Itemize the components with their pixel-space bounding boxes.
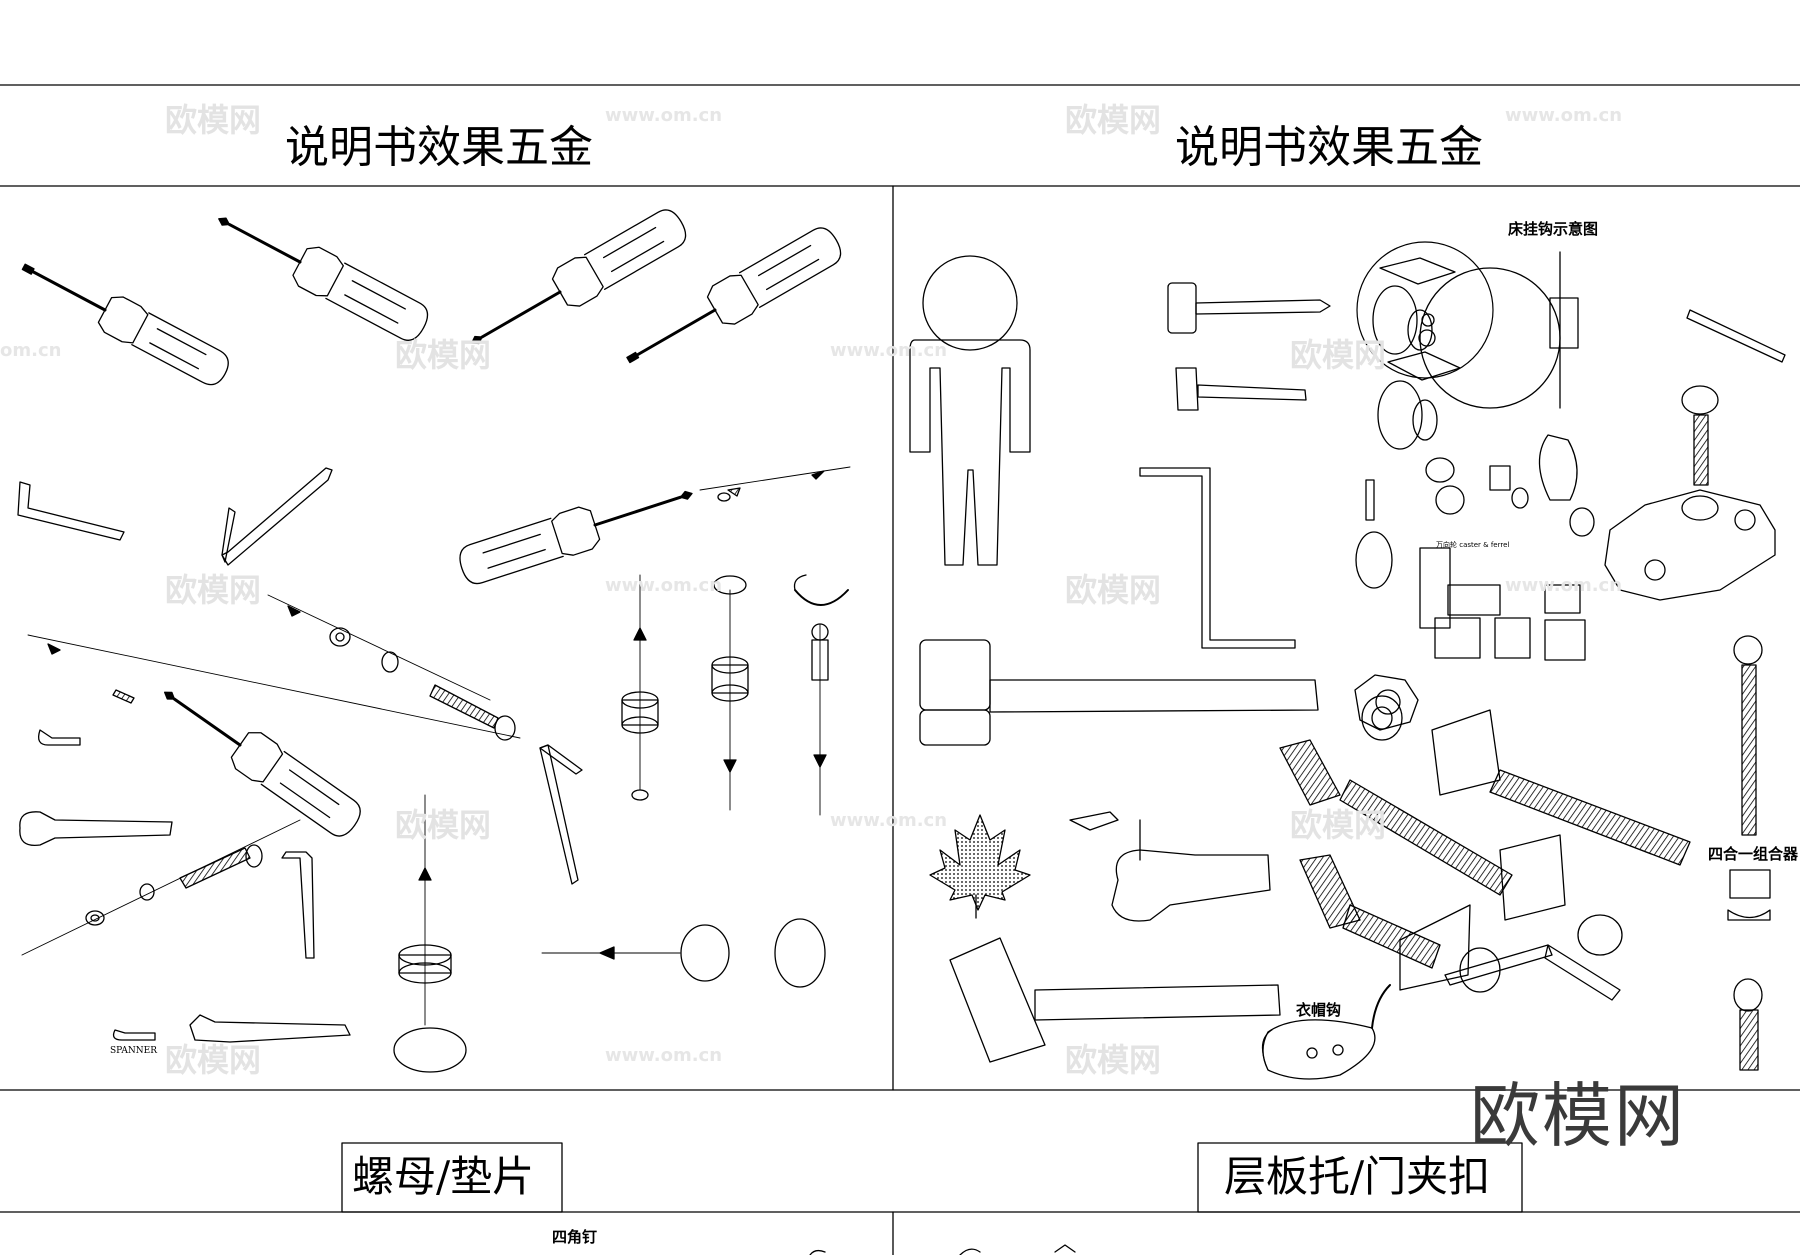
watermark: www.om.cn [830, 340, 948, 361]
spanner-icon [19, 729, 351, 1043]
screwdriver-icon [471, 209, 687, 345]
nut-washer-label: 螺母/垫片 [352, 1152, 535, 1201]
watermark-logo: 欧模网 [1470, 1075, 1686, 1157]
four-in-one-caption: 四合一组合器 [1708, 845, 1799, 863]
watermark: www.om.cn [830, 810, 948, 831]
watermark: 欧模网 [165, 1041, 262, 1079]
watermark: 欧模网 [1065, 101, 1162, 139]
frame-lines [0, 84, 1800, 1255]
nut-icon [1354, 674, 1419, 731]
watermark: 欧模网 [1290, 336, 1387, 374]
partial-drawing-icon [809, 1244, 1076, 1255]
allen-key-icon [17, 467, 583, 959]
watermark: www.om.cn [1505, 575, 1623, 596]
screwdriver-icon [218, 217, 429, 341]
watermark: www.om.cn [605, 575, 723, 596]
caster-caption: 万向轮 caster & ferrel [1436, 541, 1510, 549]
watermark: om.cn [0, 340, 62, 361]
screwdriver-icon [163, 691, 361, 837]
coat-hook-icon [1261, 984, 1391, 1080]
watermark: 欧模网 [165, 101, 262, 139]
caster-wheel-icon [1355, 241, 1595, 661]
watermark: 欧模网 [1290, 806, 1387, 844]
allen-key-icon [1139, 467, 1621, 1001]
square-nail-caption: 四角钉 [552, 1228, 598, 1246]
hammer-icon [919, 282, 1331, 1063]
cam-lock-icon [393, 574, 849, 1073]
person-icon [909, 255, 1031, 566]
screwdriver-icon [459, 490, 693, 585]
right-panel-title: 说明书效果五金 [1175, 122, 1483, 173]
exploded-assembly-icon [21, 466, 851, 956]
screwdriver-icon [626, 227, 842, 364]
coat-hook-caption: 衣帽钩 [1296, 1001, 1342, 1019]
bed-hook-caption: 床挂钩示意图 [1508, 220, 1599, 238]
watermark: www.om.cn [605, 1045, 723, 1066]
spanner-caption: SPANNER [110, 1046, 157, 1056]
shelf-support-label: 层板托/门夹扣 [1224, 1152, 1491, 1201]
maple-leaf-icon [929, 814, 1031, 919]
watermark: 欧模网 [1065, 571, 1162, 609]
watermark: 欧模网 [1065, 1041, 1162, 1079]
left-panel-title: 说明书效果五金 [285, 122, 593, 173]
clamp-bracket-icon [1604, 309, 1786, 601]
bolt-icon [1279, 635, 1771, 1071]
hand-icon [1069, 811, 1271, 922]
screwdriver-icon [21, 263, 229, 386]
watermark: 欧模网 [395, 336, 492, 374]
watermark: 欧模网 [395, 806, 492, 844]
watermark: www.om.cn [1505, 105, 1623, 126]
watermark: 欧模网 [165, 571, 262, 609]
watermark: www.om.cn [605, 105, 723, 126]
